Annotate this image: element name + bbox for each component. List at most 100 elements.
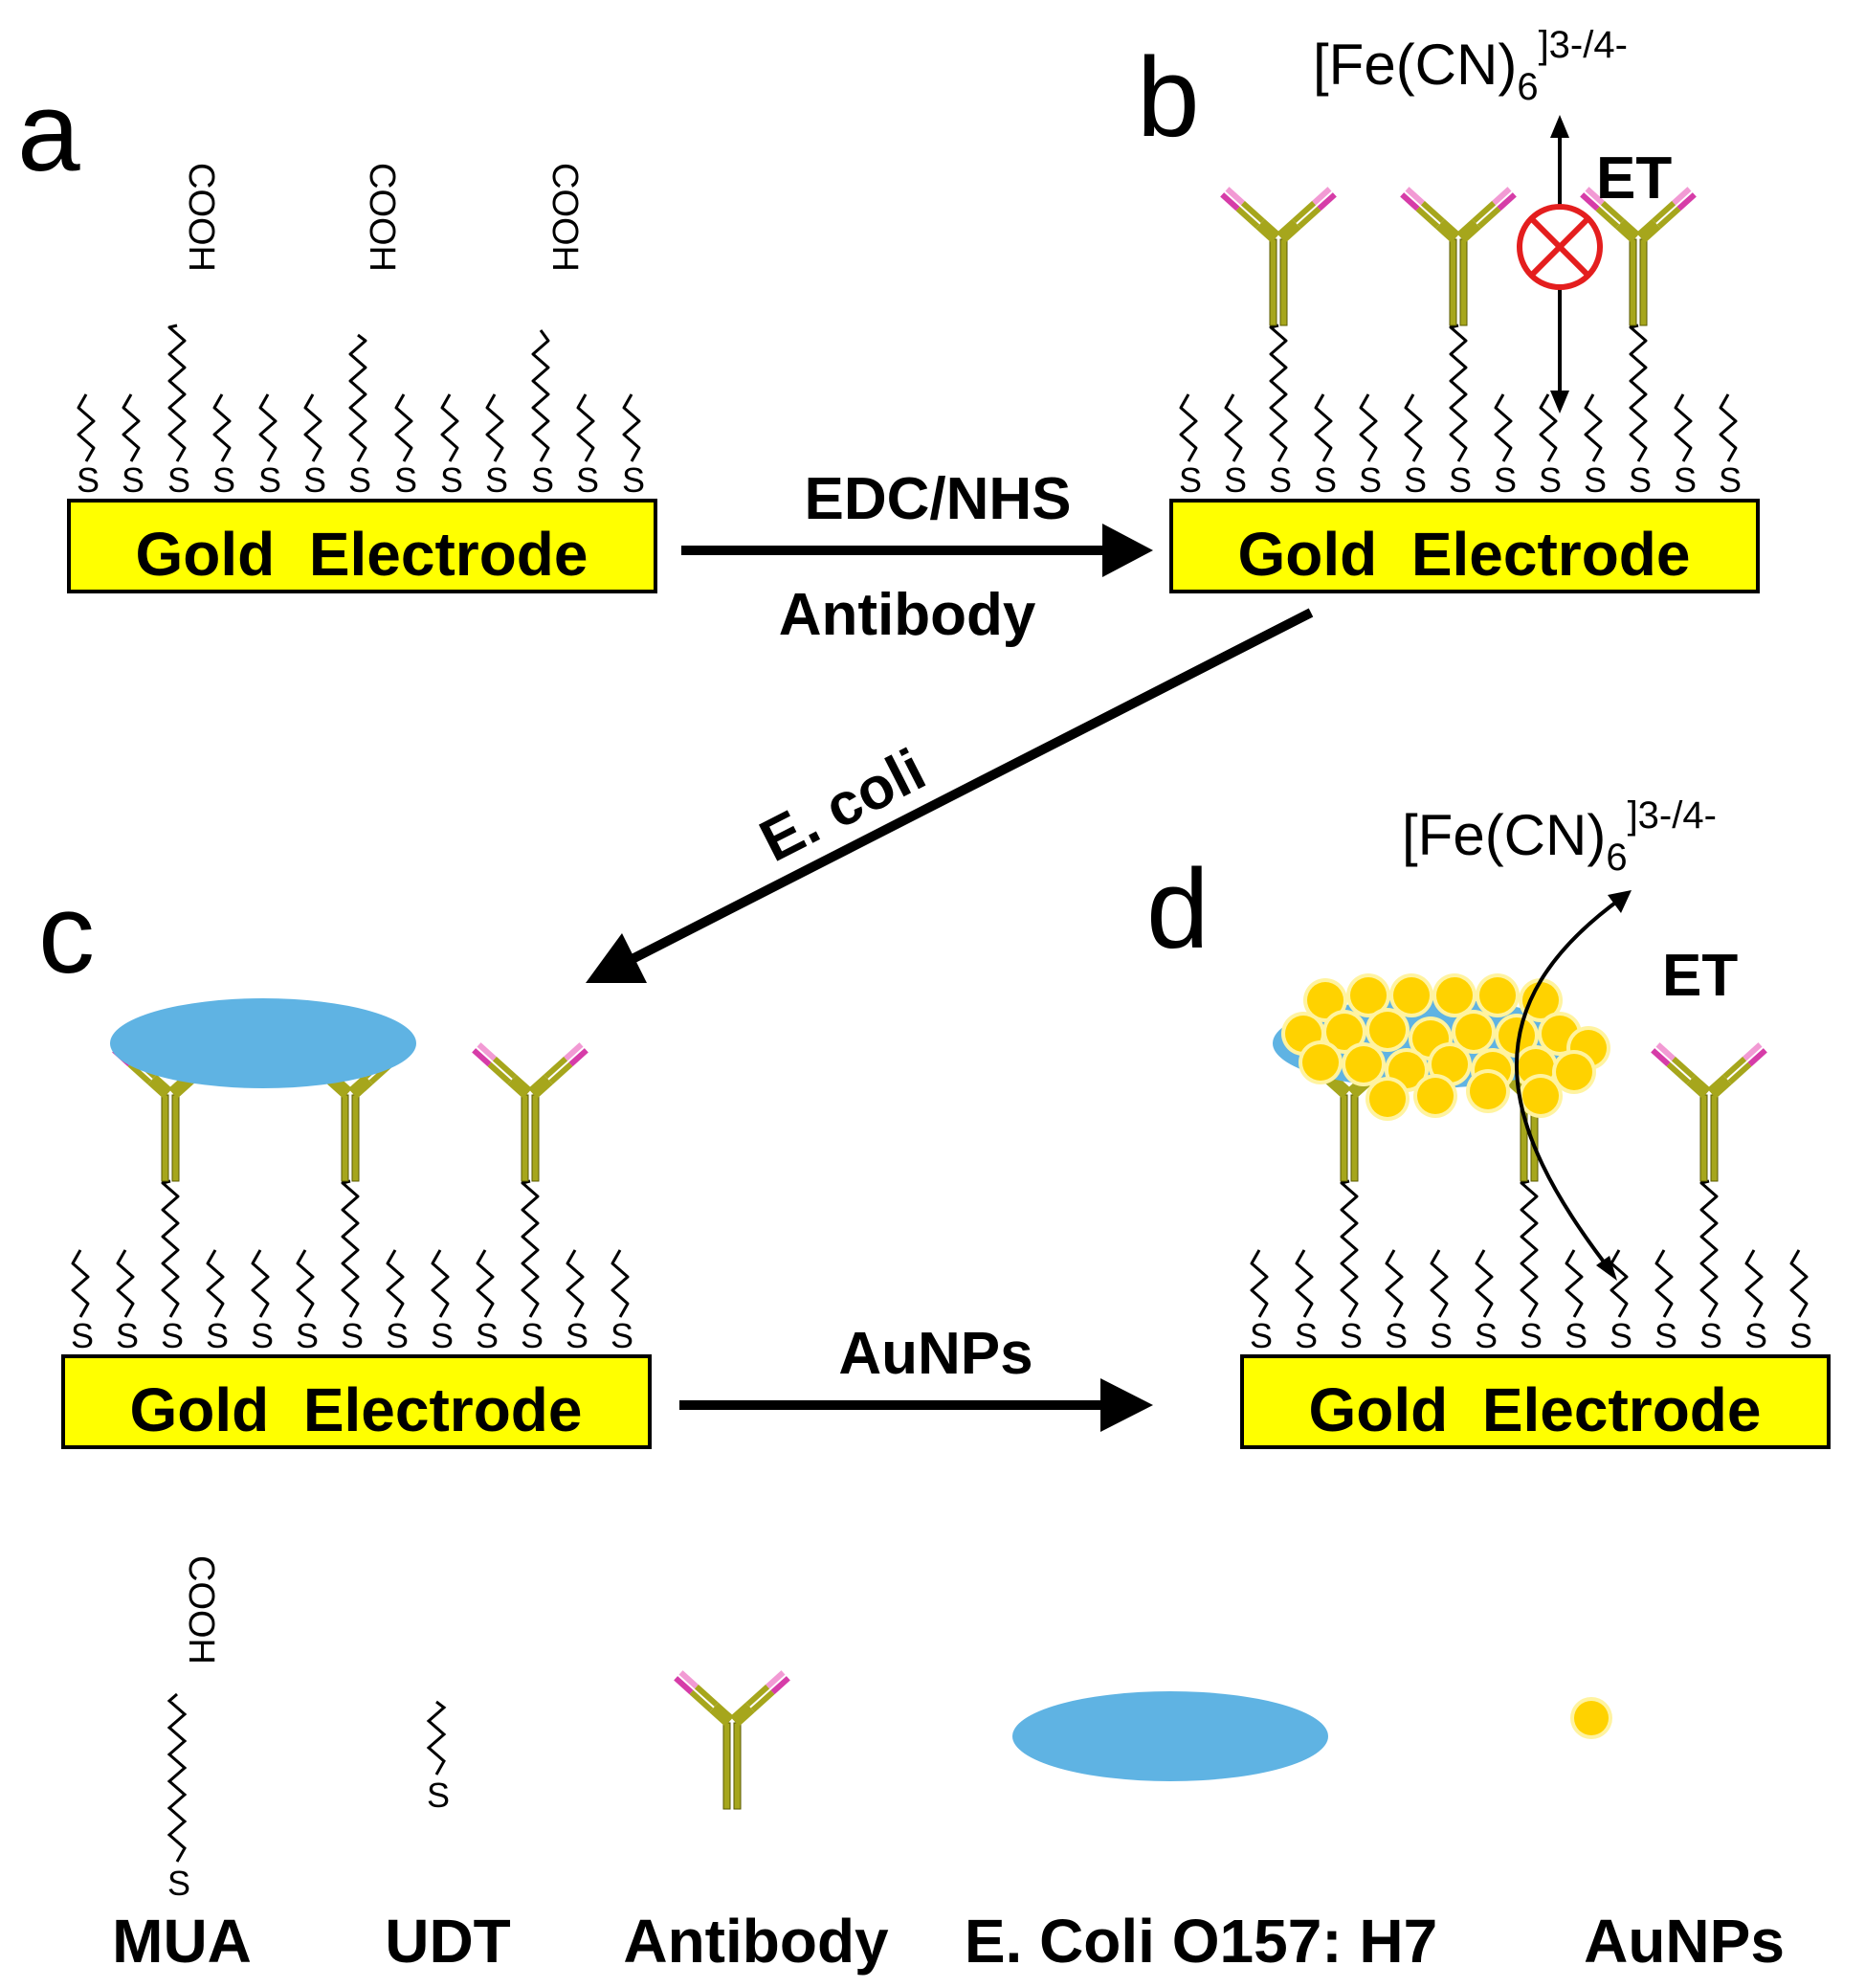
sulfur-label: S: [1179, 460, 1202, 500]
redox-label-d: [Fe(CN)6]3-/4-: [1402, 794, 1717, 879]
aunp-particle: [1479, 977, 1516, 1014]
redox-text-d: [Fe(CN): [1402, 803, 1606, 867]
udt-chain: S: [622, 393, 645, 500]
sulfur-label: S: [1565, 1316, 1587, 1355]
linker-chain: S: [1699, 1179, 1722, 1355]
udt-chain: S: [1250, 1249, 1273, 1355]
sulfur-label: S: [206, 1316, 229, 1355]
udt-chain: S: [1565, 1249, 1587, 1355]
udt-chain: S: [566, 1249, 588, 1355]
legend-e-coli-icon: [1012, 1691, 1328, 1781]
aunp-particle: [1522, 982, 1559, 1018]
et-curved-arrow: [1515, 890, 1632, 1281]
aunp-particle: [1574, 1701, 1609, 1735]
udt-chain: S: [1494, 393, 1517, 500]
sulfur-label: S: [476, 1316, 499, 1355]
redox-sub-d: 6: [1606, 837, 1627, 879]
sulfur-label: S: [427, 1776, 450, 1815]
antibody: [1580, 187, 1697, 326]
sulfur-label: S: [1314, 460, 1337, 500]
e-coli-cell: [110, 998, 416, 1088]
udt-chain: S: [1430, 1249, 1453, 1355]
udt-chain: S: [1539, 393, 1562, 500]
sulfur-label: S: [1610, 1316, 1632, 1355]
linker-chain: S: [1520, 1179, 1543, 1355]
sulfur-label: S: [1449, 460, 1472, 500]
redox-label-b: [Fe(CN)6]3-/4-: [1313, 24, 1628, 108]
linker-chain: S: [1269, 324, 1292, 500]
sulfur-label: S: [71, 1316, 94, 1355]
sulfur-label: S: [622, 460, 645, 500]
linker-chain: S: [161, 1179, 184, 1355]
udt-chain: S: [1654, 1249, 1677, 1355]
legend-label-udt: UDT: [385, 1907, 511, 1976]
udt-chain: S: [122, 393, 144, 500]
sulfur-label: S: [1719, 460, 1742, 500]
sulfur-label: S: [485, 460, 508, 500]
aunp-particle: [1345, 1046, 1382, 1083]
udt-chain: S: [77, 393, 100, 500]
linker-chain: S: [521, 1179, 544, 1355]
udt-chain: S: [1610, 1249, 1632, 1355]
aunp-particle: [1556, 1054, 1592, 1090]
et-label-b: ET: [1596, 145, 1672, 212]
legend-label-mua: MUA: [112, 1907, 252, 1976]
cooh-label: COOH: [181, 1555, 221, 1664]
udt-chain: S: [71, 1249, 94, 1355]
sulfur-label: S: [431, 1316, 454, 1355]
sulfur-label: S: [258, 460, 281, 500]
sulfur-label: S: [1250, 1316, 1273, 1355]
udt-chain: S: [611, 1249, 633, 1355]
svg-text:[Fe(CN)6]3-/4-: [Fe(CN)6]3-/4-: [1402, 794, 1717, 879]
sulfur-label: S: [1385, 1316, 1408, 1355]
arrow-c-to-d: [679, 1378, 1153, 1432]
legend-antibody-icon: [674, 1670, 790, 1810]
sulfur-label: S: [161, 1316, 184, 1355]
udt-chain: S: [1674, 393, 1697, 500]
sulfur-label: S: [1430, 1316, 1453, 1355]
udt-chain: S: [394, 393, 417, 500]
sulfur-label: S: [77, 460, 100, 500]
et-label-d: ET: [1662, 943, 1738, 1009]
udt-chain: S: [1584, 393, 1607, 500]
sulfur-label: S: [251, 1316, 274, 1355]
udt-chain: S: [431, 1249, 454, 1355]
step-label-edc-nhs: EDC/NHS: [804, 466, 1071, 532]
aunp-particle: [1393, 977, 1430, 1014]
aunp-particle: [1455, 1014, 1492, 1050]
aunp-particle: [1307, 982, 1343, 1018]
redox-text-b: [Fe(CN): [1313, 33, 1517, 97]
step-label-antibody: Antibody: [779, 582, 1036, 648]
aunp-particle: [1369, 1012, 1406, 1048]
electrode-c: Gold Electrode: [61, 1354, 652, 1449]
sulfur-label: S: [1359, 460, 1382, 500]
udt-chain: S: [1179, 393, 1202, 500]
sulfur-label: S: [303, 460, 326, 500]
legend-aunp-icon: [1570, 1697, 1612, 1739]
aunp-particle: [1522, 1078, 1559, 1114]
antibody: [472, 1042, 588, 1182]
sulfur-label: S: [1224, 460, 1247, 500]
redox-sup-b: ]3-/4-: [1539, 24, 1628, 66]
cooh-label: COOH: [181, 163, 221, 272]
aunp-particle: [1470, 1073, 1506, 1109]
legend-label-aunps: AuNPs: [1584, 1907, 1785, 1976]
udt-chain: S: [485, 393, 508, 500]
sulfur-label: S: [1404, 460, 1427, 500]
sulfur-label: S: [566, 1316, 588, 1355]
sulfur-label: S: [296, 1316, 319, 1355]
udt-chain: S: [440, 393, 463, 500]
linker-chain: S: [1340, 1179, 1363, 1355]
sulfur-label: S: [1295, 1316, 1318, 1355]
electrode-b: Gold Electrode: [1169, 499, 1760, 593]
antibody: [1651, 1042, 1767, 1182]
udt-chain: S: [1314, 393, 1337, 500]
sulfur-label: S: [116, 1316, 139, 1355]
sulfur-label: S: [1789, 1316, 1812, 1355]
aunp-particle: [1499, 1017, 1535, 1054]
electrode-label-b: Gold Electrode: [1238, 520, 1691, 589]
sulfur-label: S: [1744, 1316, 1767, 1355]
